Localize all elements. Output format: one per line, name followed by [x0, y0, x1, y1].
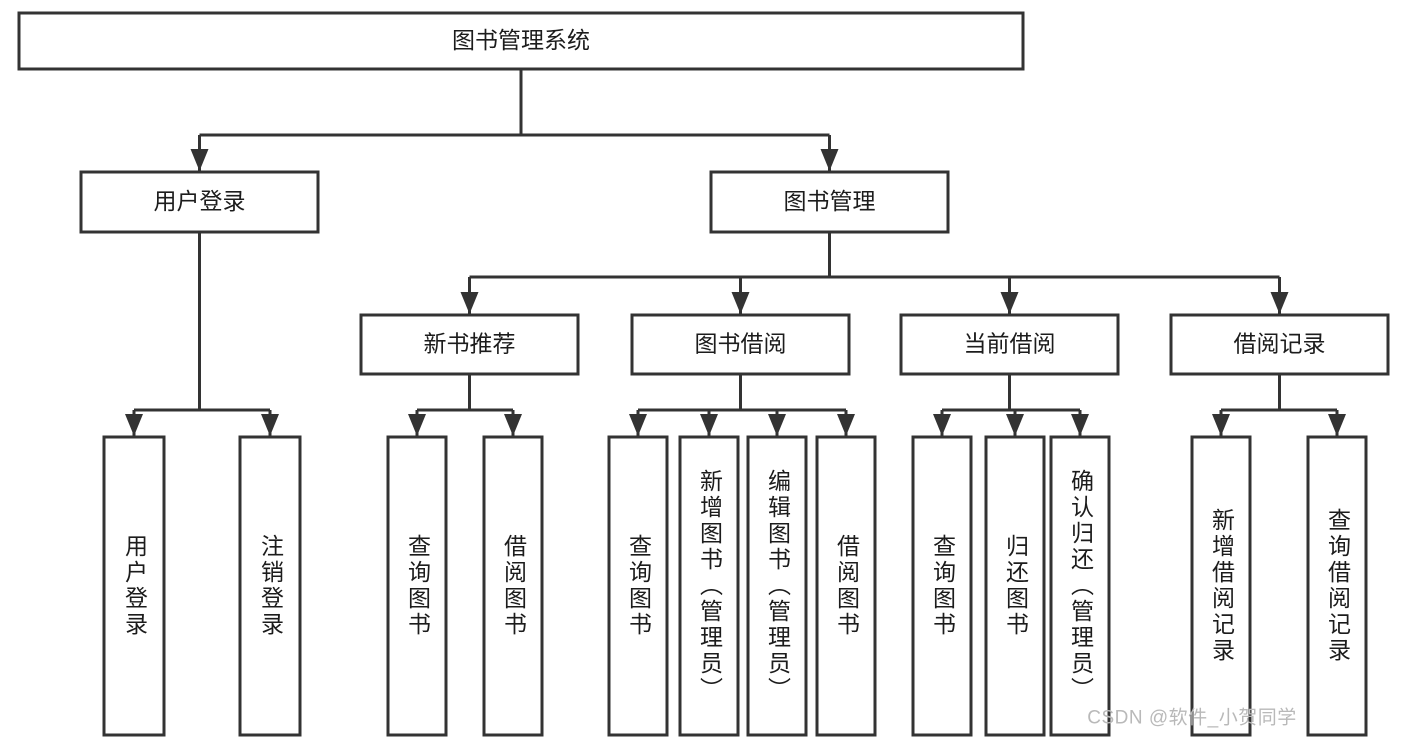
arrow-head-icon [504, 414, 522, 436]
node-label-current-borrow: 当前借阅 [964, 331, 1056, 357]
node-box-leaf-confirm-return[interactable] [1049, 435, 1111, 737]
node-box-user-login[interactable] [79, 170, 320, 234]
boxes-layer [17, 11, 1390, 737]
node-label-book-borrow: 图书借阅 [695, 331, 787, 357]
arrow-head-icon [1006, 414, 1024, 436]
node-box-book-manage[interactable] [709, 170, 950, 234]
arrow-head-icon [933, 414, 951, 436]
arrow-head-icon [261, 414, 279, 436]
arrow-head-icon [731, 292, 750, 314]
arrow-head-icon [1212, 414, 1230, 436]
arrow-head-icon [460, 292, 479, 314]
node-box-leaf-borrow-book-2[interactable] [815, 435, 877, 737]
node-label-root: 图书管理系统 [452, 27, 590, 53]
node-label-borrow-record: 借阅记录 [1234, 331, 1326, 357]
node-label-new-book-rec: 新书推荐 [424, 331, 516, 357]
arrow-head-icon [629, 414, 647, 436]
arrow-head-icon [408, 414, 426, 436]
node-label-user-login: 用户登录 [154, 188, 246, 214]
arrow-head-icon [768, 414, 786, 436]
arrow-head-icon [1000, 292, 1019, 314]
arrow-head-icon [190, 149, 209, 171]
arrow-head-icon [1270, 292, 1289, 314]
node-box-leaf-query-book-2[interactable] [607, 435, 669, 737]
node-box-leaf-query-record[interactable] [1306, 435, 1368, 737]
node-box-leaf-return-book[interactable] [984, 435, 1046, 737]
node-box-leaf-user-login[interactable] [102, 435, 166, 737]
node-box-book-borrow[interactable] [630, 313, 851, 376]
arrow-head-icon [700, 414, 718, 436]
node-box-leaf-edit-book[interactable] [746, 435, 808, 737]
node-box-leaf-borrow-book-1[interactable] [482, 435, 544, 737]
node-box-leaf-logout[interactable] [238, 435, 302, 737]
node-box-leaf-add-book[interactable] [678, 435, 740, 737]
csdn-watermark: CSDN @软件_小贺同学 [1087, 707, 1297, 729]
arrow-head-icon [837, 414, 855, 436]
node-box-leaf-query-book-1[interactable] [386, 435, 448, 737]
node-box-root[interactable] [17, 11, 1025, 71]
node-box-new-book-rec[interactable] [359, 313, 580, 376]
connectors-layer [125, 69, 1346, 436]
arrow-head-icon [125, 414, 143, 436]
node-box-borrow-record[interactable] [1169, 313, 1390, 376]
node-box-leaf-query-book-3[interactable] [911, 435, 973, 737]
arrow-head-icon [1328, 414, 1346, 436]
node-label-book-manage: 图书管理 [784, 188, 876, 214]
arrow-head-icon [820, 149, 839, 171]
arrow-head-icon [1071, 414, 1089, 436]
node-box-current-borrow[interactable] [899, 313, 1120, 376]
node-box-leaf-add-record[interactable] [1190, 435, 1252, 737]
